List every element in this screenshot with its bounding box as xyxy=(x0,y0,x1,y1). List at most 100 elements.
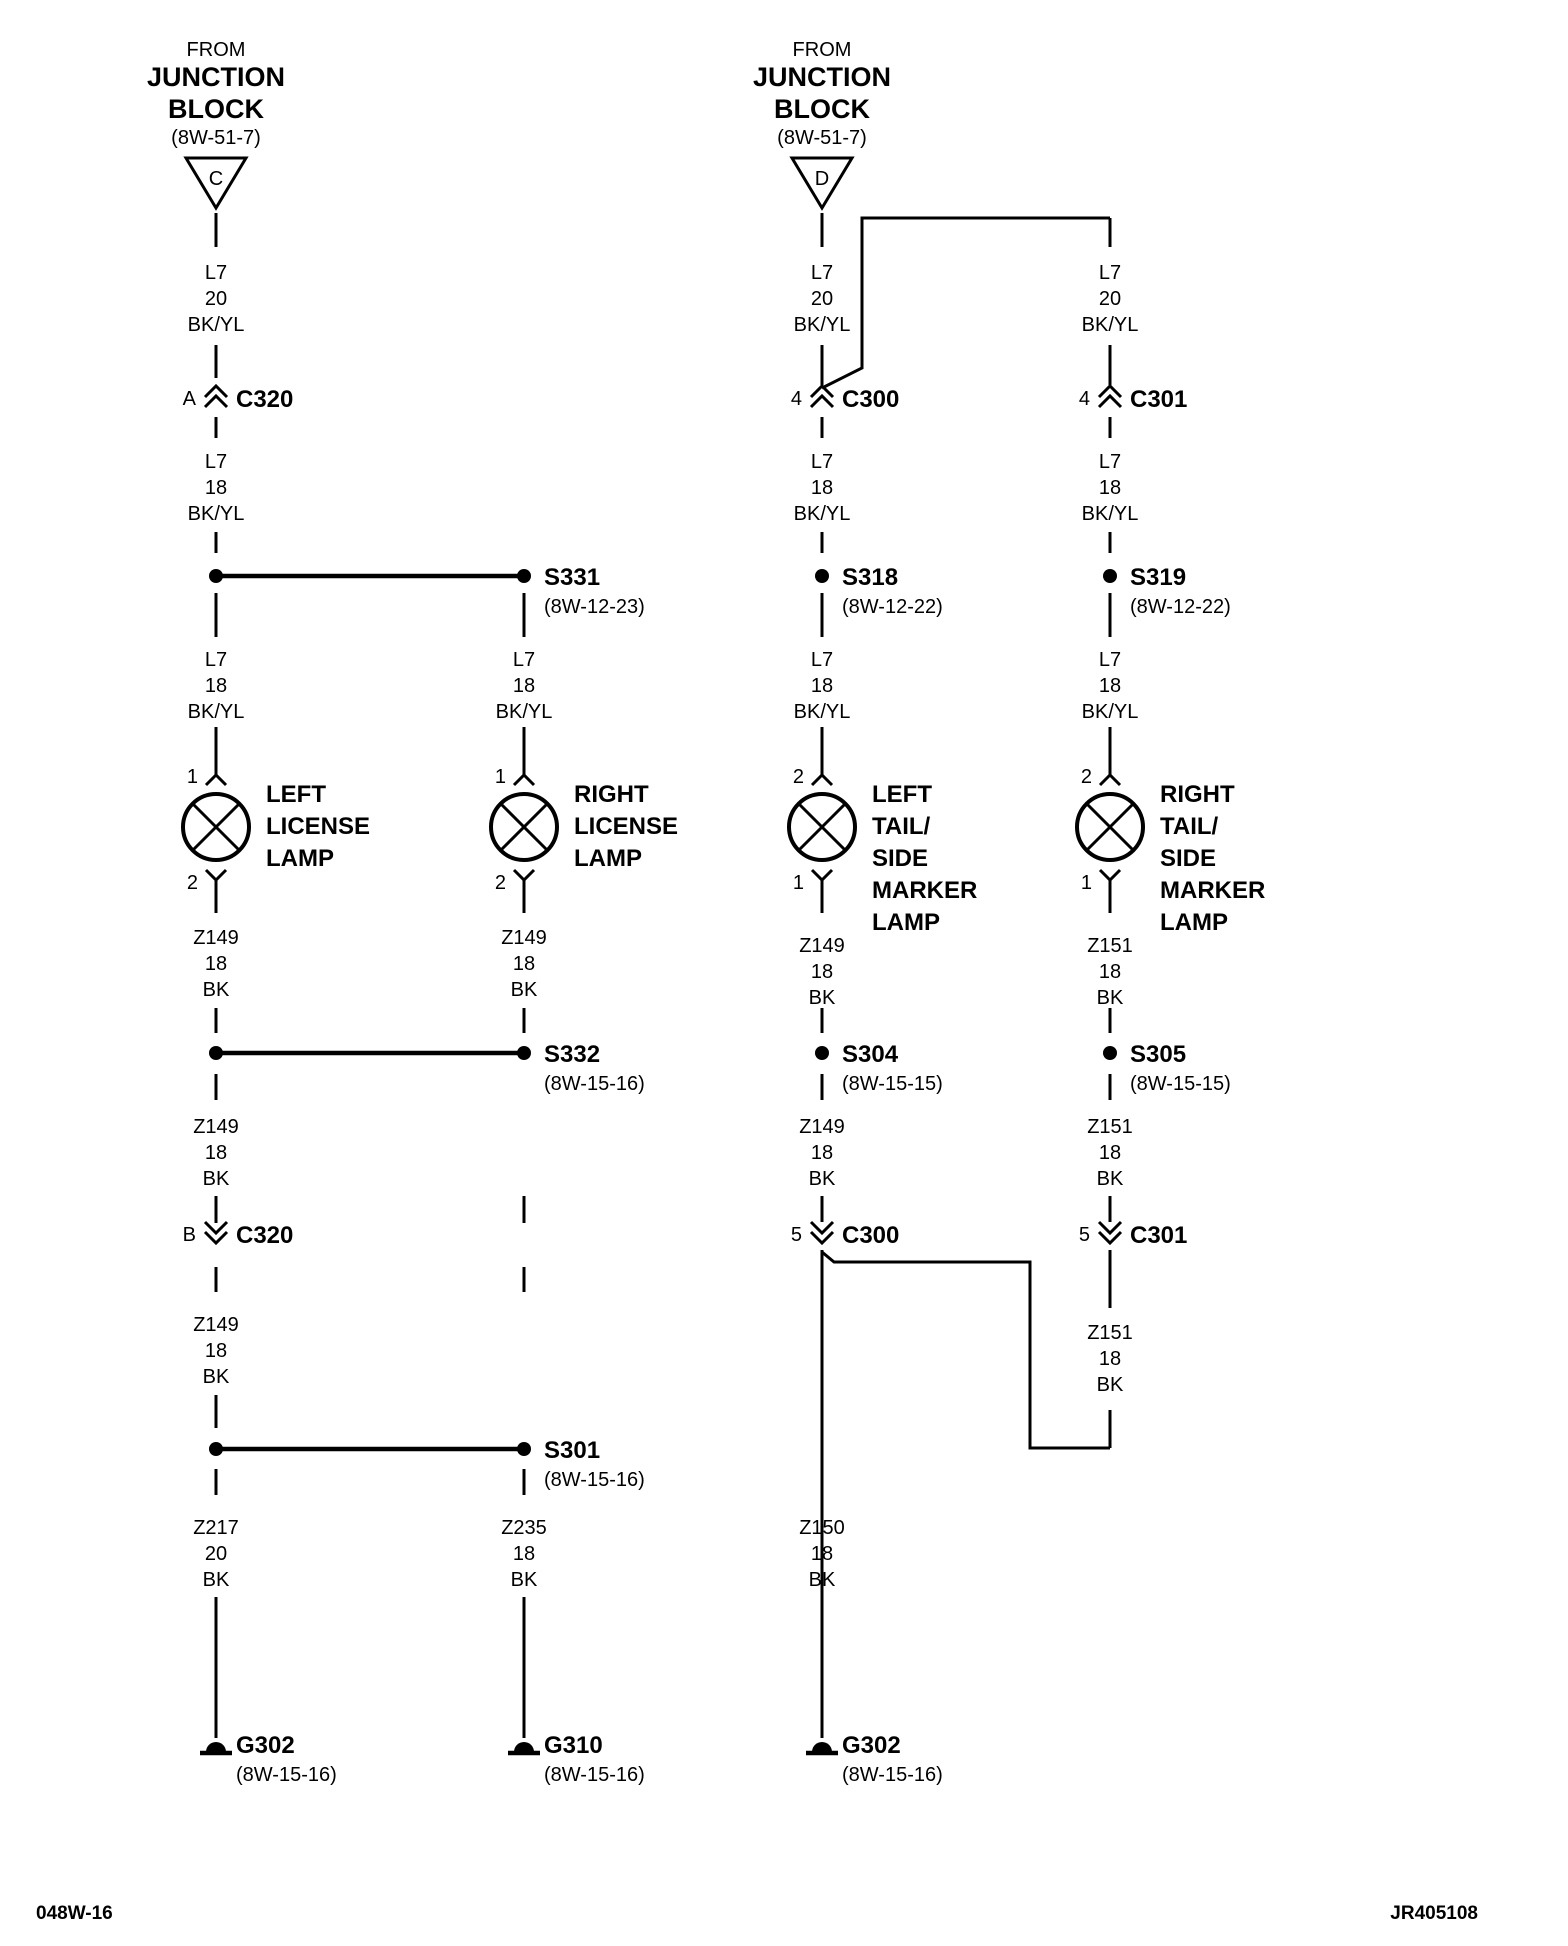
svg-text:(8W-15-16): (8W-15-16) xyxy=(842,1764,943,1786)
svg-text:20: 20 xyxy=(205,1543,227,1565)
svg-text:BK: BK xyxy=(809,987,836,1009)
svg-text:1: 1 xyxy=(793,872,804,894)
footer-figure-code: 048W-16 xyxy=(36,1903,113,1924)
svg-text:L7: L7 xyxy=(205,262,227,284)
ground-g302-right: G302 (8W-15-16) xyxy=(806,1732,943,1786)
svg-text:(8W-15-15): (8W-15-15) xyxy=(1130,1073,1231,1095)
svg-text:LEFT: LEFT xyxy=(872,781,932,808)
svg-text:BK: BK xyxy=(203,1569,230,1591)
connector-c320-pin-a: A C320 xyxy=(183,383,293,413)
svg-text:Z149: Z149 xyxy=(799,935,845,957)
lamp-right-tail-side-marker: 2 1 RIGHT TAIL/ SIDE MARKER LAMP xyxy=(1075,766,1265,936)
svg-text:L7: L7 xyxy=(811,451,833,473)
wire-label: L7 18 BK/YL xyxy=(794,649,851,723)
svg-text:L7: L7 xyxy=(1099,649,1121,671)
svg-text:LAMP: LAMP xyxy=(872,909,940,936)
svg-text:SIDE: SIDE xyxy=(872,845,928,872)
svg-text:S331: S331 xyxy=(544,564,600,591)
svg-text:Z151: Z151 xyxy=(1087,935,1133,957)
wire-label: Z149 18 BK xyxy=(193,927,239,1001)
svg-text:C320: C320 xyxy=(236,386,293,413)
svg-text:(8W-12-23): (8W-12-23) xyxy=(544,596,645,618)
lamp-right-license: 1 2 RIGHT LICENSE LAMP xyxy=(489,766,678,894)
ground-icon xyxy=(514,1742,534,1752)
source-title-line2: BLOCK xyxy=(168,94,264,124)
svg-text:18: 18 xyxy=(1099,477,1121,499)
svg-text:LAMP: LAMP xyxy=(266,845,334,872)
svg-text:18: 18 xyxy=(1099,961,1121,983)
wire-label: Z151 18 BK xyxy=(1087,935,1133,1009)
svg-text:L7: L7 xyxy=(513,649,535,671)
svg-text:LAMP: LAMP xyxy=(1160,909,1228,936)
connector-c301-pin-4: 4 C301 xyxy=(1079,383,1187,413)
svg-text:BK: BK xyxy=(511,1569,538,1591)
svg-text:C300: C300 xyxy=(842,386,899,413)
svg-text:1: 1 xyxy=(1081,872,1092,894)
svg-text:BK/YL: BK/YL xyxy=(794,314,851,336)
wire-label: Z149 18 BK xyxy=(799,935,845,1009)
svg-text:18: 18 xyxy=(205,1340,227,1362)
source-title-line1: JUNCTION xyxy=(147,62,285,92)
svg-text:BK: BK xyxy=(511,979,538,1001)
svg-text:Z151: Z151 xyxy=(1087,1116,1133,1138)
svg-text:LICENSE: LICENSE xyxy=(574,813,678,840)
svg-text:BK: BK xyxy=(203,1366,230,1388)
svg-text:BK: BK xyxy=(203,1168,230,1190)
svg-text:B: B xyxy=(183,1224,196,1246)
source-title-line2: BLOCK xyxy=(774,94,870,124)
svg-text:C301: C301 xyxy=(1130,1222,1187,1249)
svg-text:S304: S304 xyxy=(842,1041,899,1068)
svg-text:G302: G302 xyxy=(842,1732,901,1759)
svg-text:L7: L7 xyxy=(811,649,833,671)
svg-text:MARKER: MARKER xyxy=(1160,877,1265,904)
svg-text:Z217: Z217 xyxy=(193,1517,239,1539)
svg-text:Z150: Z150 xyxy=(799,1517,845,1539)
svg-text:Z149: Z149 xyxy=(799,1116,845,1138)
svg-text:L7: L7 xyxy=(811,262,833,284)
svg-text:S305: S305 xyxy=(1130,1041,1186,1068)
wire-label: Z235 18 BK xyxy=(501,1517,547,1591)
source-ref: (8W-51-7) xyxy=(171,127,261,149)
svg-text:BK: BK xyxy=(1097,1374,1124,1396)
svg-text:BK/YL: BK/YL xyxy=(794,701,851,723)
svg-text:BK/YL: BK/YL xyxy=(1082,503,1139,525)
svg-text:Z149: Z149 xyxy=(501,927,547,949)
svg-text:18: 18 xyxy=(513,1543,535,1565)
svg-text:20: 20 xyxy=(811,288,833,310)
svg-text:C301: C301 xyxy=(1130,386,1187,413)
svg-text:1: 1 xyxy=(495,766,506,788)
ground-icon xyxy=(812,1742,832,1752)
svg-text:4: 4 xyxy=(791,388,802,410)
svg-text:L7: L7 xyxy=(205,649,227,671)
wire-label: Z149 18 BK xyxy=(799,1116,845,1190)
svg-text:S319: S319 xyxy=(1130,564,1186,591)
svg-text:(8W-12-22): (8W-12-22) xyxy=(1130,596,1231,618)
svg-text:18: 18 xyxy=(513,675,535,697)
wire-label: Z149 18 BK xyxy=(193,1116,239,1190)
svg-text:BK: BK xyxy=(809,1168,836,1190)
svg-text:C300: C300 xyxy=(842,1222,899,1249)
splice-s319: S319 (8W-12-22) xyxy=(1103,564,1231,618)
svg-text:L7: L7 xyxy=(205,451,227,473)
svg-text:G302: G302 xyxy=(236,1732,295,1759)
svg-text:18: 18 xyxy=(205,953,227,975)
svg-text:S301: S301 xyxy=(544,1437,600,1464)
wire-label: L7 18 BK/YL xyxy=(794,451,851,525)
svg-text:18: 18 xyxy=(811,675,833,697)
svg-text:Z149: Z149 xyxy=(193,1116,239,1138)
lamp-left-tail-side-marker: 2 1 LEFT TAIL/ SIDE MARKER LAMP xyxy=(787,766,977,936)
splice-bus-lines xyxy=(216,573,524,1452)
source-pin-label: D xyxy=(815,168,829,190)
svg-text:(8W-12-22): (8W-12-22) xyxy=(842,596,943,618)
svg-text:BK: BK xyxy=(809,1569,836,1591)
svg-text:18: 18 xyxy=(1099,1348,1121,1370)
wire-label: L7 18 BK/YL xyxy=(188,451,245,525)
svg-text:BK: BK xyxy=(1097,987,1124,1009)
wire-label: L7 20 BK/YL xyxy=(794,262,851,336)
svg-text:2: 2 xyxy=(187,872,198,894)
svg-text:18: 18 xyxy=(205,675,227,697)
svg-text:L7: L7 xyxy=(1099,262,1121,284)
svg-text:MARKER: MARKER xyxy=(872,877,977,904)
svg-text:18: 18 xyxy=(205,477,227,499)
splice-s305: S305 (8W-15-15) xyxy=(1103,1041,1231,1095)
